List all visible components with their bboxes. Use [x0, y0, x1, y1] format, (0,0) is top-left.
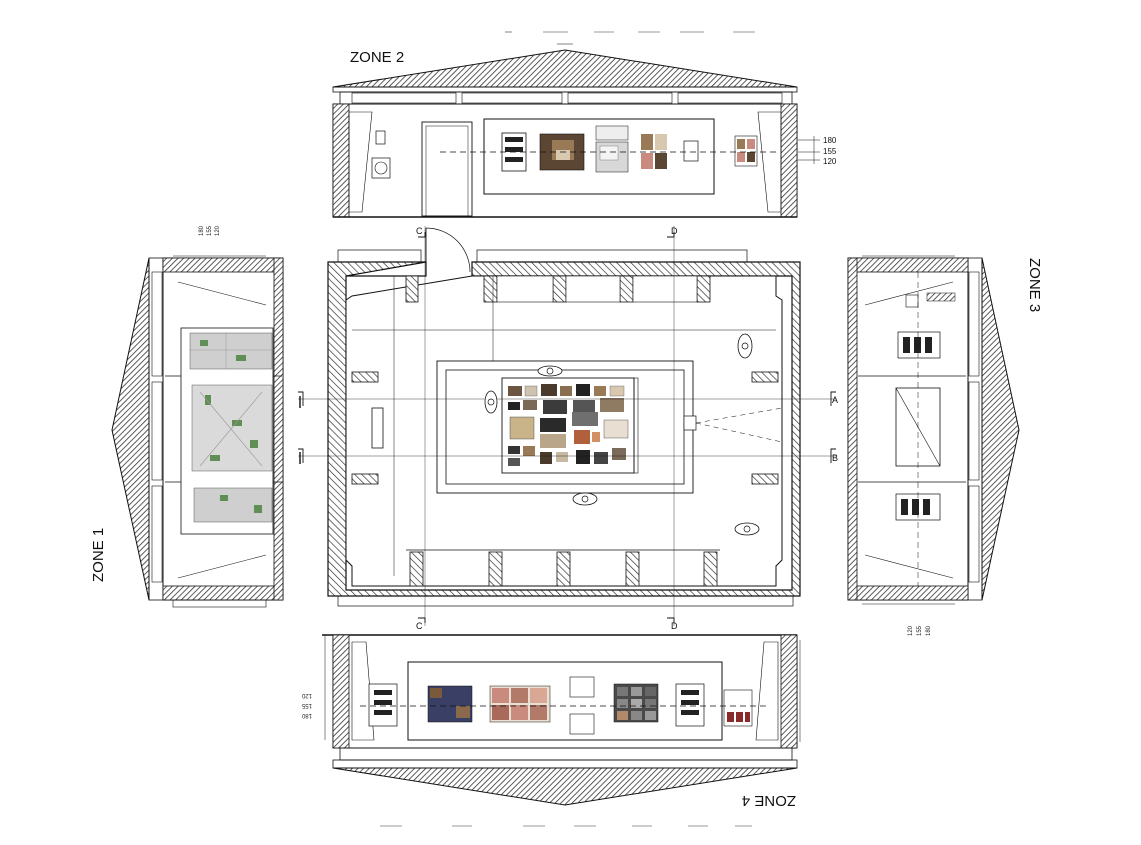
projector-icon — [683, 415, 697, 431]
visitor-figure-icon — [484, 390, 498, 414]
section-mark-b: B — [832, 453, 838, 463]
zone-3-label: ZONE 3 — [1026, 258, 1043, 312]
socket-icon — [371, 157, 391, 179]
visitor-figure-icon — [737, 333, 753, 359]
height-180-bottom: 180 — [301, 712, 312, 718]
section-mark-d-top: D — [671, 226, 678, 236]
map-panel — [189, 332, 273, 370]
header-annotations — [505, 31, 755, 45]
door-swing — [425, 227, 471, 273]
height-180-right: 180 — [926, 625, 932, 636]
height-180-left: 180 — [199, 225, 205, 236]
zone-1-label: ZONE 1 — [90, 528, 107, 582]
zone-3-elevation — [847, 255, 1020, 605]
extinguisher-icon — [375, 130, 386, 145]
zone-1-roof — [111, 257, 150, 601]
height-155-top: 155 — [823, 147, 837, 156]
zone-4-label: ZONE 4 — [742, 792, 796, 809]
height-120-left: 120 — [215, 225, 221, 236]
visitor-figure-icon — [537, 365, 563, 377]
height-155-left: 155 — [207, 225, 213, 236]
zone-2-elevation — [332, 49, 820, 218]
zone-1-elevation — [111, 255, 301, 608]
section-mark-d-bottom: D — [671, 621, 678, 631]
zone-4-elevation — [322, 634, 801, 827]
section-mark-c-bottom: C — [416, 621, 423, 631]
height-180-top: 180 — [823, 136, 837, 145]
section-mark-a: A — [832, 395, 838, 405]
height-120-bottom: 120 — [301, 692, 312, 698]
visitor-figure-icon — [572, 492, 598, 506]
zone-3-roof — [981, 257, 1020, 601]
height-120-top: 120 — [823, 157, 837, 166]
zone-2-label: ZONE 2 — [350, 49, 404, 66]
height-155-bottom: 155 — [301, 702, 312, 708]
visitor-figure-icon — [734, 522, 760, 536]
main-floor-plan — [298, 226, 836, 626]
height-155-right: 155 — [917, 625, 923, 636]
section-mark-c-top: C — [416, 226, 423, 236]
zone-4-roof — [332, 767, 798, 806]
height-120-right: 120 — [908, 625, 914, 636]
